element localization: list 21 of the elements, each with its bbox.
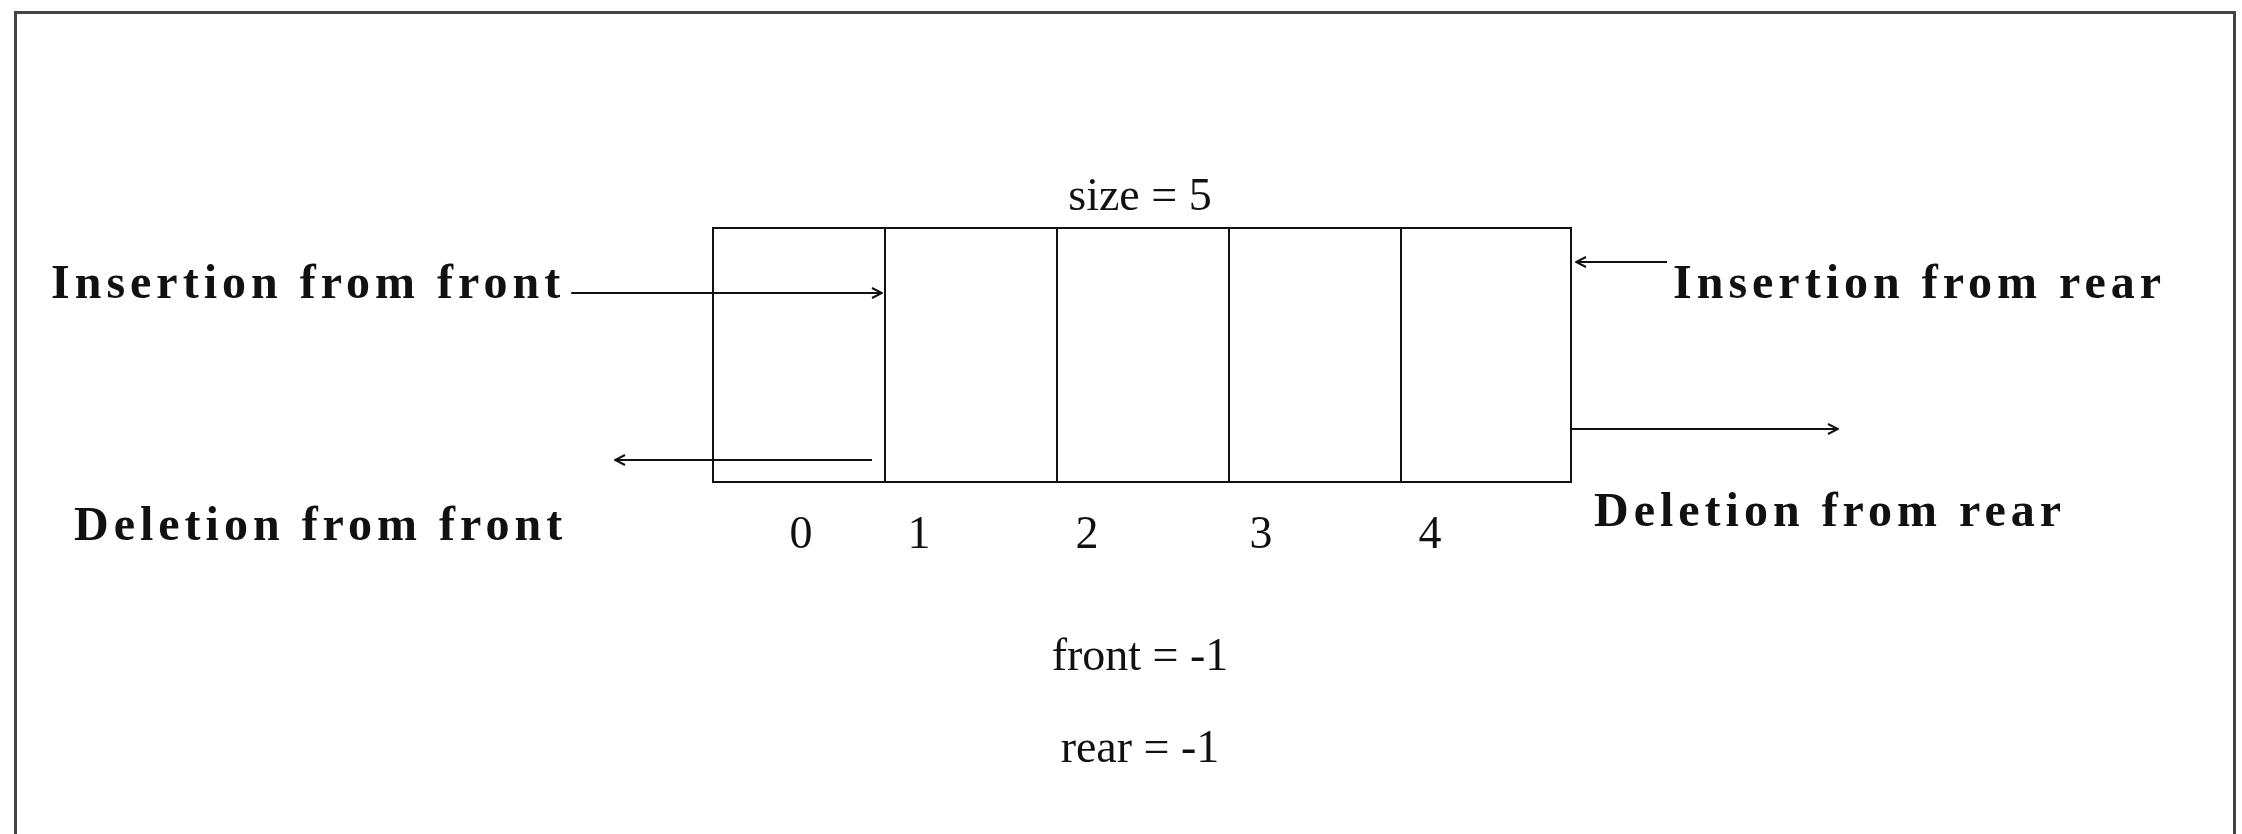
arrow [614, 454, 873, 466]
arrow [1571, 423, 1839, 435]
operation-label: Deletion from front [74, 460, 568, 551]
operation-label: Deletion from rear [1594, 484, 2067, 537]
arrow [570, 287, 883, 299]
array-cell [1400, 227, 1572, 483]
arrow [1575, 256, 1668, 268]
index-label: 2 [1075, 508, 1099, 559]
index-label: 4 [1418, 508, 1442, 559]
size-label: size = 5 [1068, 170, 1212, 221]
index-label: 0 [789, 508, 813, 559]
array-cell [1228, 227, 1402, 483]
array-cell [1056, 227, 1230, 483]
index-label: 3 [1249, 508, 1273, 559]
operation-label: Insertion from front [51, 256, 566, 309]
array-cell [884, 227, 1058, 483]
index-label: 1 [907, 508, 931, 559]
pointer-label: rear = -1 [1060, 722, 1220, 773]
operation-label: Insertion from rear [1673, 256, 2167, 309]
pointer-label: front = -1 [1051, 630, 1229, 681]
array-cell [712, 227, 886, 483]
